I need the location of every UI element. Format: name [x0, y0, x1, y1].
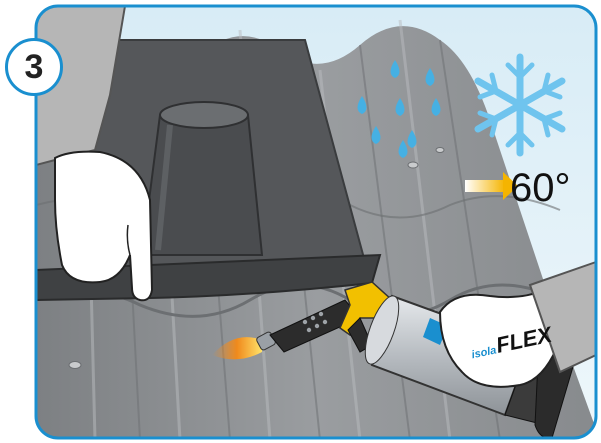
- vent-pipe-top: [160, 102, 248, 128]
- roof-screw: [436, 148, 444, 153]
- roof-screw: [408, 162, 418, 168]
- step-number: 3: [25, 48, 44, 87]
- temperature-label: 60°: [510, 168, 571, 208]
- roof-screw: [69, 362, 81, 369]
- brand-prefix: isola: [470, 344, 497, 361]
- step-number-badge: 3: [5, 38, 63, 96]
